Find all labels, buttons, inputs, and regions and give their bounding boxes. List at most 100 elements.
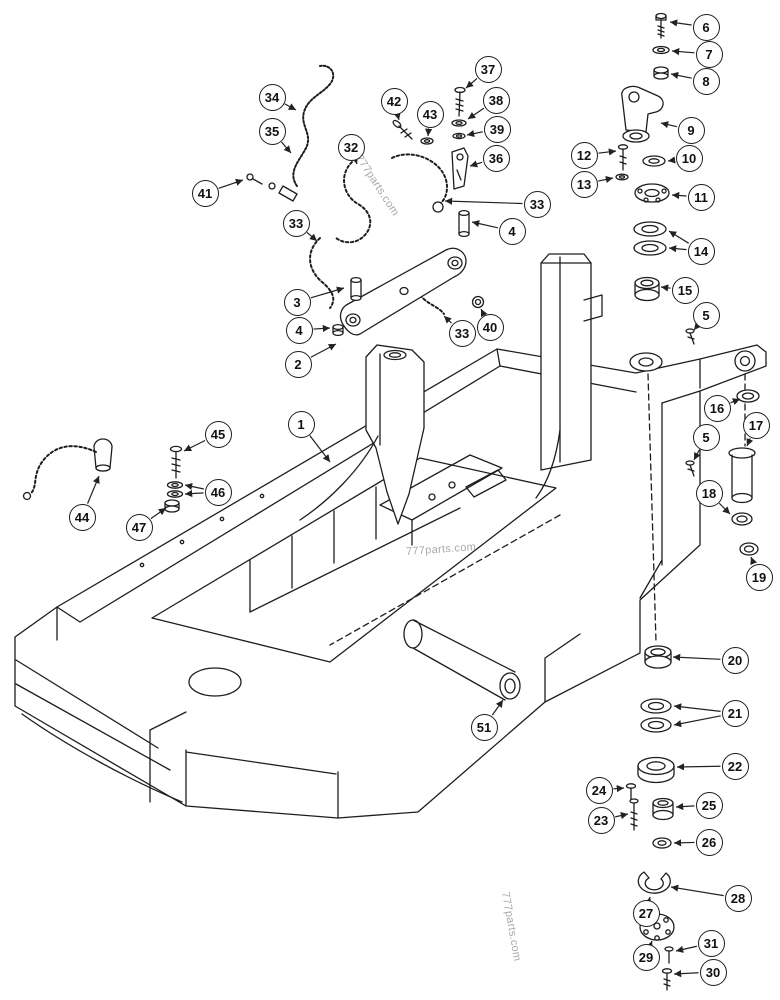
callout-16: 16 (703, 394, 731, 422)
callout-36: 36 (482, 144, 510, 172)
leader-line-33-b (306, 231, 318, 242)
callout-29: 29 (632, 943, 660, 971)
leader-line-28 (670, 884, 724, 897)
leader-line-51 (491, 699, 504, 716)
leader-line-1 (309, 435, 331, 463)
callout-26: 26 (695, 828, 723, 856)
callout-20: 20 (721, 646, 749, 674)
callout-15: 15 (671, 276, 699, 304)
leader-line-31 (675, 945, 697, 953)
leader-line-18 (718, 502, 731, 515)
leader-line-36 (469, 160, 483, 168)
leader-line-14 (668, 230, 690, 244)
callout-30: 30 (699, 958, 727, 986)
callout-37: 37 (474, 55, 502, 83)
callout-9: 9 (677, 116, 705, 144)
callout-25: 25 (695, 791, 723, 819)
callout-41: 41 (191, 179, 219, 207)
leader-line-37 (465, 78, 478, 89)
leader-line-38 (467, 107, 485, 120)
leader-line-16 (730, 398, 741, 405)
left-tower (299, 344, 425, 525)
leader-line-11 (671, 191, 687, 200)
leader-line-46 (184, 489, 204, 498)
callout-35: 35 (258, 117, 286, 145)
callout-40: 40 (476, 313, 504, 341)
callout-43: 43 (416, 100, 444, 128)
callout-5-b: 5 (692, 423, 720, 451)
leader-line-40 (480, 308, 488, 318)
callout-13: 13 (570, 170, 598, 198)
leader-line-30 (673, 970, 699, 978)
callout-4-a: 4 (498, 217, 526, 245)
leader-line-41 (218, 178, 244, 189)
callout-14: 14 (687, 237, 715, 265)
lower-bearing-stack (625, 645, 675, 849)
leader-line-42 (393, 112, 401, 121)
leader-line-24 (613, 784, 625, 793)
callout-5-a: 5 (692, 301, 720, 329)
callout-7: 7 (695, 40, 723, 68)
leader-line-5-a (693, 322, 702, 331)
leader-line-25 (675, 802, 695, 811)
callout-12: 12 (570, 141, 598, 169)
callout-39: 39 (483, 115, 511, 143)
leader-line-7 (671, 47, 695, 56)
leader-line-10 (667, 156, 676, 164)
leader-line-2 (310, 343, 337, 358)
leader-line-4-b (313, 324, 331, 333)
leader-line-4-a (471, 220, 498, 229)
callout-51: 51 (470, 713, 498, 741)
leader-line-22 (676, 763, 721, 771)
leader-line-21 (673, 703, 721, 712)
leader-line-15 (660, 284, 671, 292)
leader-line-19 (750, 556, 758, 566)
cables-and-chains (246, 64, 470, 315)
callout-18: 18 (695, 479, 723, 507)
leader-line-20 (672, 653, 721, 661)
top-center-hardware (392, 86, 469, 190)
callout-42: 42 (380, 87, 408, 115)
leader-line-29 (646, 940, 653, 950)
leader-line-39 (466, 130, 483, 138)
callout-3: 3 (283, 288, 311, 316)
right-tower (535, 253, 603, 499)
callout-19: 19 (745, 563, 773, 591)
callout-21: 21 (721, 699, 749, 727)
callout-46: 46 (204, 478, 232, 506)
leader-line-47 (150, 507, 167, 520)
leader-line-3 (310, 286, 345, 299)
leader-line-9 (660, 121, 678, 129)
leader-line-13 (598, 175, 614, 183)
callout-23: 23 (587, 806, 615, 834)
leader-line-5-b (693, 449, 701, 461)
callout-34: 34 (258, 83, 286, 111)
callout-47: 47 (125, 513, 153, 541)
callout-27: 27 (632, 899, 660, 927)
callout-38: 38 (482, 86, 510, 114)
drain-tube (403, 619, 521, 701)
callout-44: 44 (68, 503, 96, 531)
callout-33-b: 33 (282, 209, 310, 237)
callout-1: 1 (287, 410, 315, 438)
callout-28: 28 (724, 884, 752, 912)
callout-24: 24 (585, 776, 613, 804)
callout-22: 22 (721, 752, 749, 780)
leader-line-8 (670, 71, 692, 79)
leader-line-33-c (443, 315, 452, 324)
leader-line-45 (183, 439, 206, 452)
pivot-pin-group (685, 389, 760, 556)
leader-line-6 (669, 19, 692, 27)
leader-line-46 (184, 482, 204, 491)
callout-17: 17 (742, 411, 770, 439)
pivot-parts-stack (615, 85, 695, 345)
callout-45: 45 (204, 420, 232, 448)
callout-4-b: 4 (285, 316, 313, 344)
leader-line-14 (668, 245, 687, 253)
callout-32: 32 (337, 133, 365, 161)
link-arm-group (332, 247, 485, 337)
leader-line-44 (86, 475, 100, 504)
callout-10: 10 (675, 144, 703, 172)
